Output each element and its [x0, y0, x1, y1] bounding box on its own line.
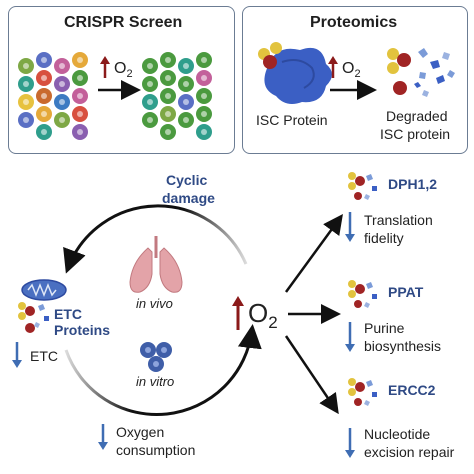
etc-title-line1: ETC [54, 306, 82, 322]
oxygen-line2: consumption [116, 442, 196, 458]
proteomics-up-arrow-icon [328, 56, 338, 78]
etc-protein-fragments-icon [18, 302, 49, 333]
crispr-up-arrow-icon [100, 56, 110, 78]
etc-down-arrow-icon [12, 342, 22, 368]
proteomics-o2-label: O2 [342, 60, 361, 81]
in-vitro-label: in vitro [136, 374, 175, 389]
isc-protein-icon [258, 42, 332, 104]
crispr-o2-label: O2 [114, 60, 133, 81]
dph-effect-line1: Translation [364, 212, 433, 228]
in-vivo-label: in vivo [136, 296, 173, 311]
dph-label: DPH1,2 [388, 176, 438, 192]
lungs-icon [129, 236, 183, 293]
cyclic-damage-line2: damage [162, 190, 215, 206]
cell-cluster-icon [140, 342, 172, 372]
cyclic-arc-bottom [64, 324, 262, 416]
degraded-label-line2: ISC protein [380, 126, 451, 142]
ercc2-label: ERCC2 [388, 382, 436, 398]
ppat-effect-line1: Purine [364, 320, 405, 336]
ercc2-down-arrow-icon [345, 428, 355, 458]
dph-down-arrow-icon [345, 212, 355, 242]
ppat-effect-line2: biosynthesis [364, 338, 442, 354]
dph-effect-line2: fidelity [364, 230, 404, 246]
proteomics-title: Proteomics [310, 14, 398, 31]
cell-grid-selected [142, 52, 212, 140]
ercc2-effect-line1: Nucleotide [364, 426, 431, 442]
center-o2-up-arrow-icon [232, 296, 244, 330]
ercc2-protein-icon [348, 378, 377, 406]
crispr-title: CRISPR Screen [64, 14, 183, 31]
center-o2-label: O2 [248, 298, 278, 333]
degraded-protein-icon [387, 48, 455, 97]
cyclic-arc-top [63, 204, 248, 274]
isc-protein-label: ISC Protein [256, 112, 328, 128]
mitochondrion-icon [21, 279, 67, 301]
oxygen-line1: Oxygen [116, 424, 165, 440]
ercc2-effect-line2: excision repair [364, 444, 455, 460]
etc-effect-label: ETC [30, 348, 58, 364]
degraded-label-line1: Degraded [386, 108, 448, 124]
arrow-to-ercc2 [284, 335, 339, 415]
ppat-label: PPAT [388, 284, 424, 300]
cell-grid-mixed [18, 52, 88, 140]
oxygen-down-arrow-icon [98, 424, 108, 450]
etc-title-line2: Proteins [54, 322, 111, 338]
arrow-to-dph [284, 213, 343, 293]
dph-protein-icon [348, 172, 377, 200]
ppat-protein-icon [348, 280, 377, 308]
cyclic-damage-line1: Cyclic [166, 172, 208, 188]
ppat-down-arrow-icon [345, 322, 355, 352]
